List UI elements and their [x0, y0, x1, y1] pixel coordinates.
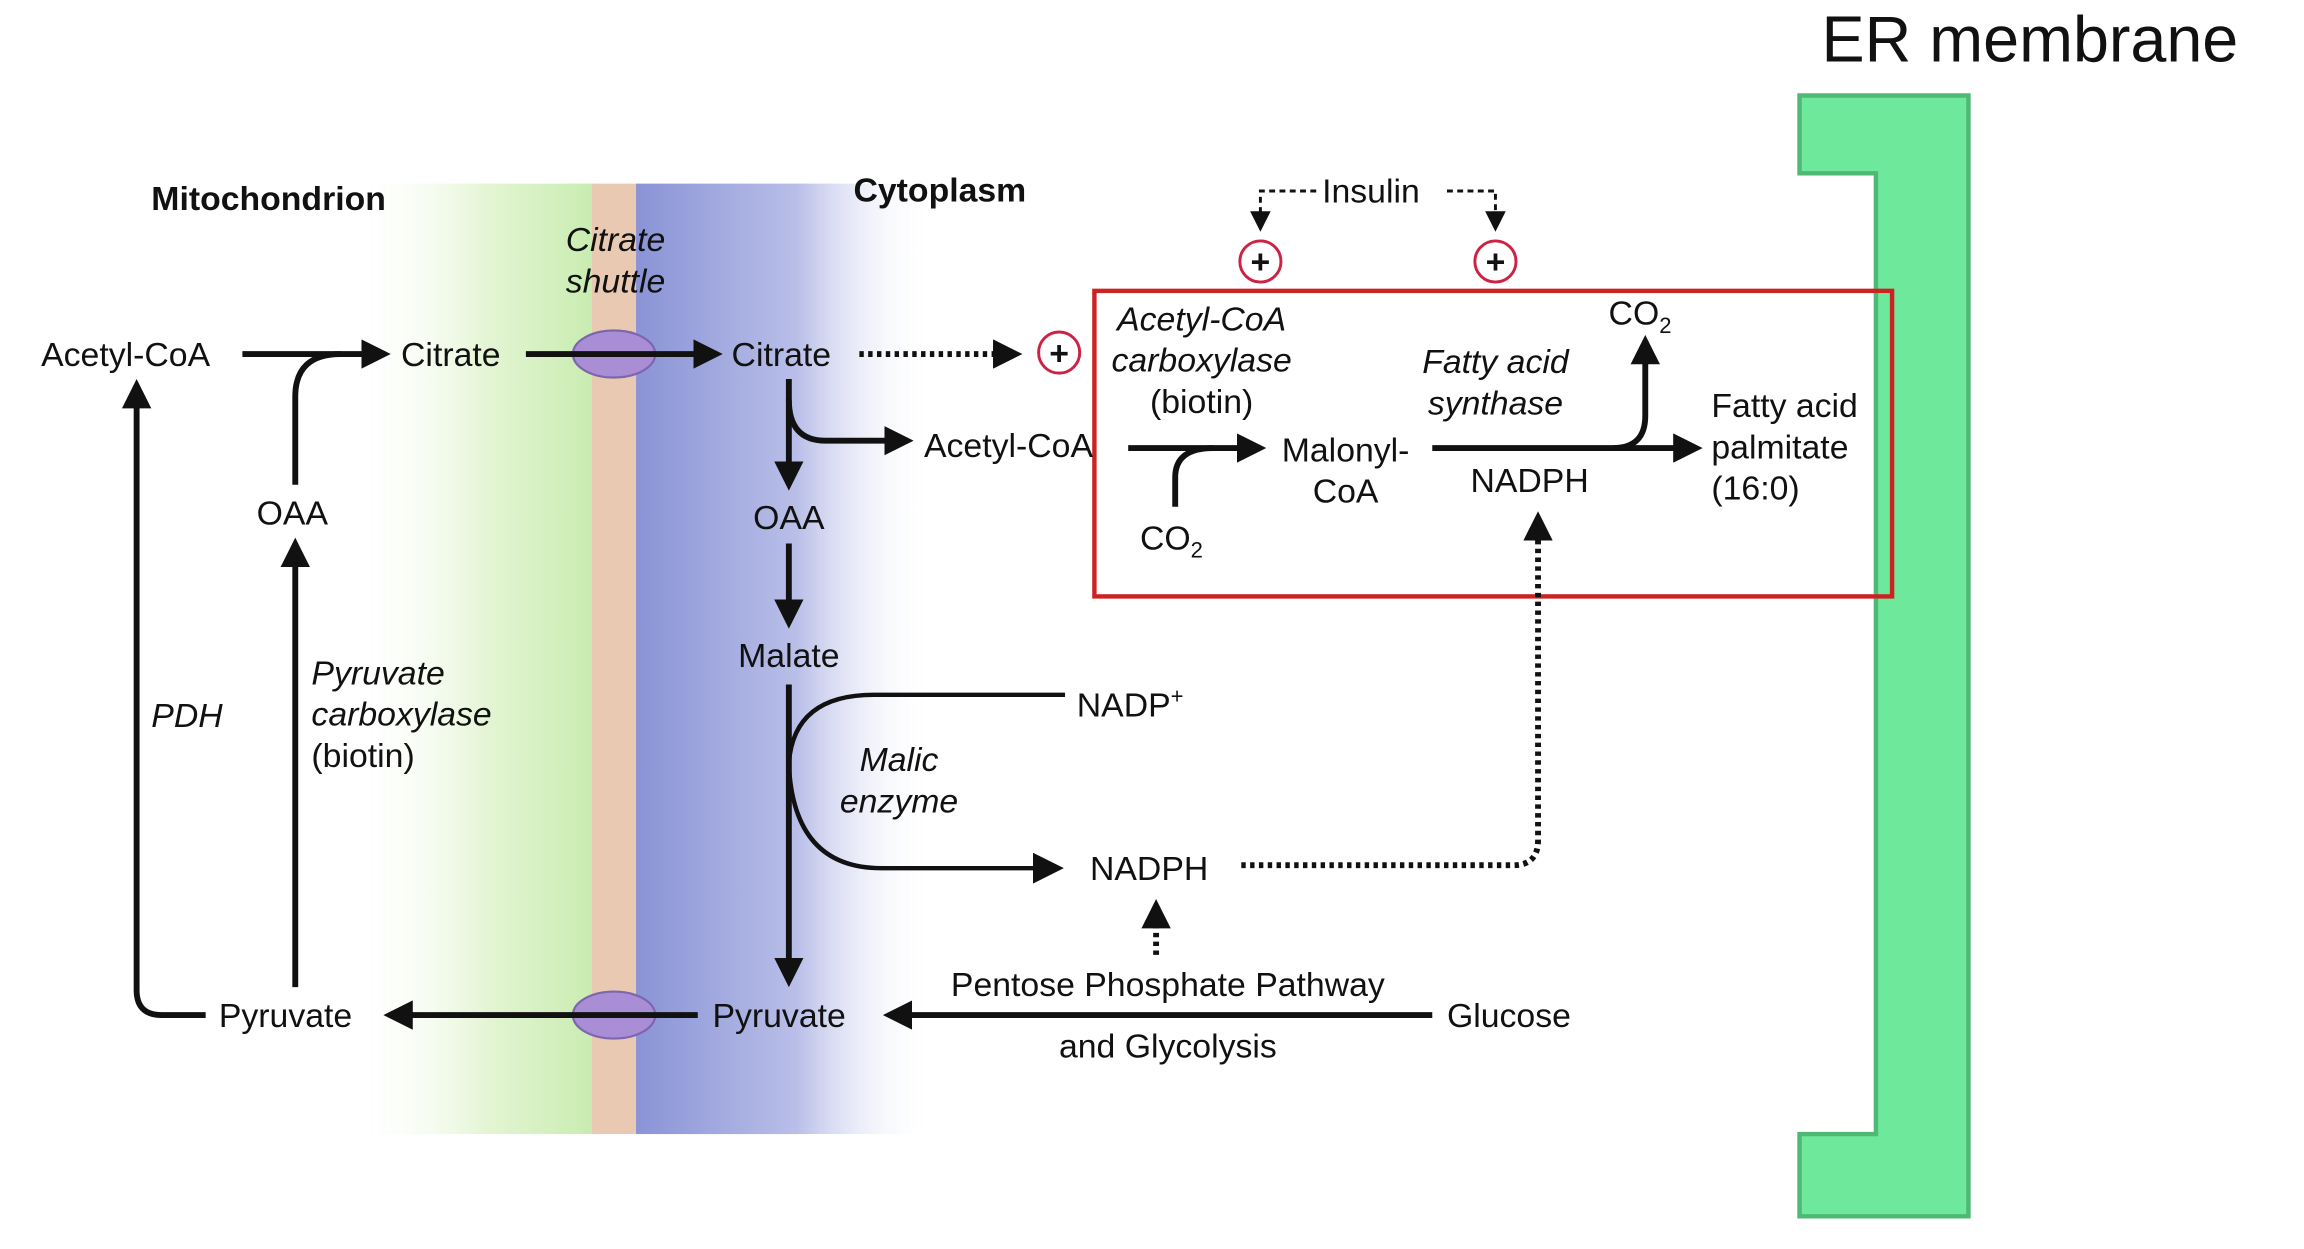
nadp-superscript: + [1170, 684, 1184, 710]
pentose-pathway-label: Pentose Phosphate Pathway and Glycolysis [911, 964, 1425, 1067]
pc-line3: (biotin) [311, 735, 415, 775]
malic-enzyme-label: Malic enzyme [823, 739, 976, 821]
fas-label: Fatty acid synthase [1407, 341, 1583, 423]
plus-sign-insulin-left: + [1250, 242, 1271, 281]
co2-output-text: CO [1608, 293, 1660, 332]
arrow-co2-released [1612, 334, 1660, 451]
pyruvate-cyto: Pyruvate [712, 995, 846, 1035]
arrow-citrate-to-acetylcoa [785, 399, 914, 456]
plus-sign-acc: + [1049, 333, 1070, 372]
nadph-fas: NADPH [1470, 461, 1589, 500]
er-membrane-shape [1797, 93, 1971, 1219]
arrow-oaa-joins [292, 351, 341, 485]
co2-input-subscript: 2 [1190, 538, 1203, 564]
mitochondrion-label: Mitochondrion [151, 179, 386, 218]
co2-output-subscript: 2 [1659, 313, 1672, 339]
glucose: Glucose [1446, 995, 1571, 1035]
arrow-nadph-to-fas [1241, 511, 1553, 869]
acetyl-coa-cyto: Acetyl-CoA [924, 426, 1094, 465]
fatty-acid-line2: palmitate [1711, 427, 1849, 466]
arrow-pdh [121, 379, 206, 1019]
fatty-acid-line1: Fatty acid [1711, 386, 1858, 425]
malic-line1: Malic [859, 740, 939, 779]
arrow-insulin-left [1250, 189, 1317, 232]
plus-circle-insulin-left [1238, 239, 1283, 284]
co2-input: CO2 [1140, 517, 1203, 572]
acc-line1: Acetyl-CoA [1117, 299, 1287, 338]
oaa-mito: OAA [256, 493, 329, 532]
acc-line2: carboxylase [1111, 340, 1292, 380]
acc-line3: (biotin) [1149, 381, 1254, 421]
malate: Malate [738, 636, 840, 675]
arrow-co2-joins [1172, 445, 1214, 507]
co2-output: CO2 [1609, 292, 1672, 347]
pc-line1: Pyruvate [311, 653, 445, 692]
insulin-label: Insulin [1322, 171, 1420, 211]
pdh-label: PDH [151, 696, 223, 735]
pathway-line2: and Glycolysis [1058, 1026, 1277, 1066]
plus-circle-acc [1037, 330, 1082, 375]
malonyl-line2: CoA [1312, 471, 1379, 510]
fatty-acid-line3: (16:0) [1711, 468, 1800, 507]
citrate-shuttle-line1: Citrate [565, 220, 666, 259]
oaa-cyto: OAA [753, 497, 825, 537]
pathway-line1: Pentose Phosphate Pathway [950, 965, 1385, 1004]
plus-sign-insulin-right: + [1485, 242, 1506, 281]
nadp-plus: NADP+ [1077, 677, 1184, 725]
pyruvate-mito: Pyruvate [218, 995, 353, 1035]
pyruvate-carboxylase-label: Pyruvate carboxylase (biotin) [311, 652, 491, 775]
mitochondrion-region [352, 183, 595, 1135]
nadp-text: NADP [1076, 685, 1171, 724]
arrow-insulin-right [1446, 189, 1506, 232]
cytoplasm-label: Cytoplasm [853, 170, 1027, 209]
fas-line2: synthase [1427, 383, 1564, 422]
fatty-acid-product: Fatty acid palmitate (16:0) [1711, 385, 1857, 508]
er-membrane-label: ER membrane [1821, 4, 2239, 77]
malonyl-line1: Malonyl- [1281, 430, 1410, 469]
citrate-cyto: Citrate [731, 334, 832, 374]
acc-label: Acetyl-CoA carboxylase (biotin) [1099, 298, 1305, 421]
pc-line2: carboxylase [311, 694, 492, 734]
acetyl-coa-mito: Acetyl-CoA [41, 334, 211, 374]
malonyl-coa: Malonyl- CoA [1266, 429, 1425, 511]
arrow-malic-nadph-out [786, 763, 1064, 884]
highlight-box [1092, 288, 1895, 599]
plus-circle-insulin-right [1473, 239, 1518, 284]
citrate-shuttle-label: Citrate shuttle [555, 219, 675, 301]
plus-circles [1037, 239, 1518, 375]
nadph-malic: NADPH [1089, 849, 1209, 888]
malic-line2: enzyme [839, 781, 959, 820]
arrow-malic-nadp-in [786, 692, 1066, 765]
fas-line1: Fatty acid [1422, 342, 1569, 381]
citrate-mito: Citrate [401, 334, 501, 374]
citrate-shuttle-line2: shuttle [565, 261, 666, 300]
co2-input-text: CO [1139, 518, 1191, 557]
